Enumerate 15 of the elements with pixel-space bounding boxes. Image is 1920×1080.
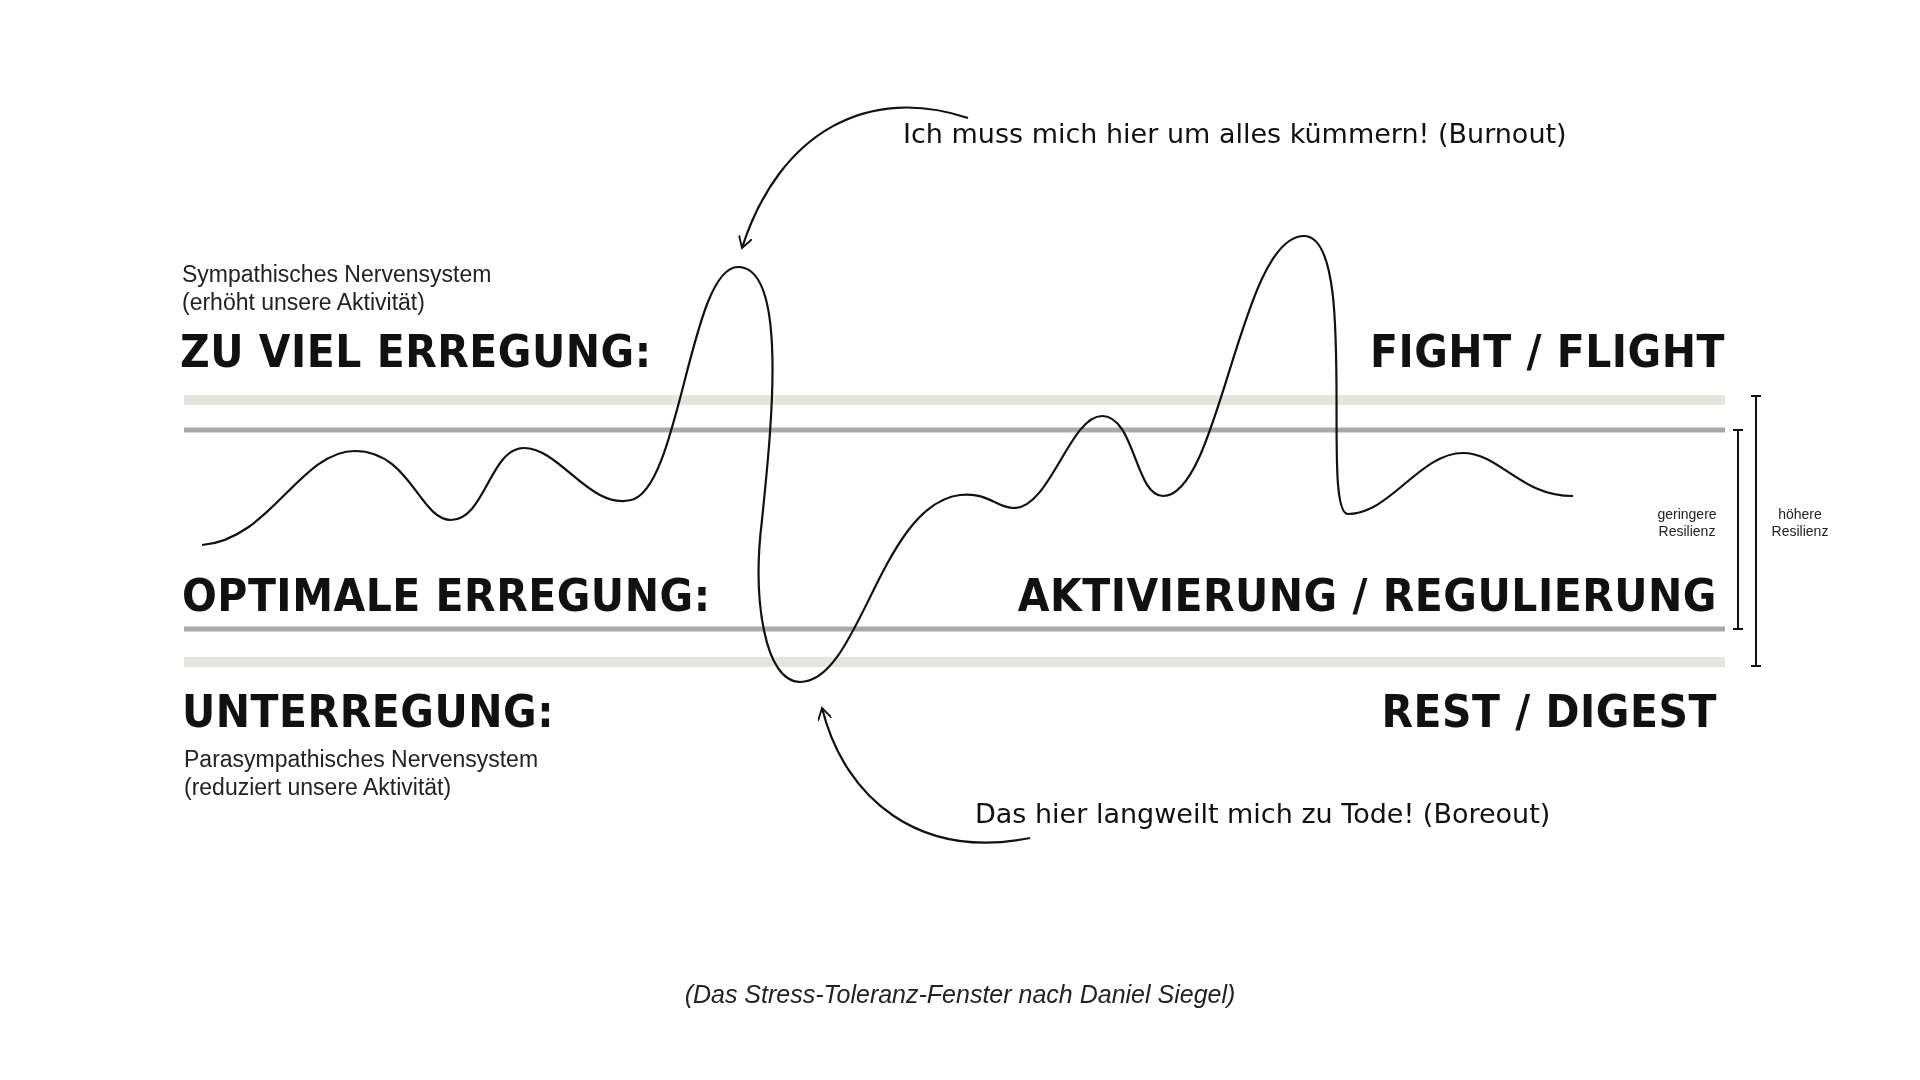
zone-heading: AKTIVIERUNG / REGULIERUNG (1017, 569, 1717, 623)
quote-text: Das hier langweilt mich zu Tode! (Boreout) (975, 798, 1551, 829)
curved-arrow (817, 707, 1031, 844)
zone-heading: ZU VIEL ERREGUNG: (180, 325, 652, 379)
caption: (Das Stress-Toleranz-Fenster nach Daniel Siegel) (683, 980, 1237, 1009)
zone-heading: UNTERREGUNG: (182, 685, 555, 739)
zone-heading: REST / DIGEST (1381, 685, 1717, 739)
zone-heading: FIGHT / FLIGHT (1369, 325, 1725, 379)
quote-text: Ich muss mich hier um alles kümmern! (Burnout) (903, 118, 1567, 149)
bracket-label: höhere Resilienz (1770, 506, 1830, 540)
zone-heading: OPTIMALE ERREGUNG: (182, 569, 711, 623)
bracket-label: geringere Resilienz (1656, 506, 1718, 540)
curved-arrow (738, 106, 969, 249)
note-text: Parasympathisches Nervensystem (reduziert unsere Aktivität) (184, 745, 540, 801)
note-text: Sympathisches Nervensystem (erhöht unsere Aktivität) (182, 260, 493, 316)
